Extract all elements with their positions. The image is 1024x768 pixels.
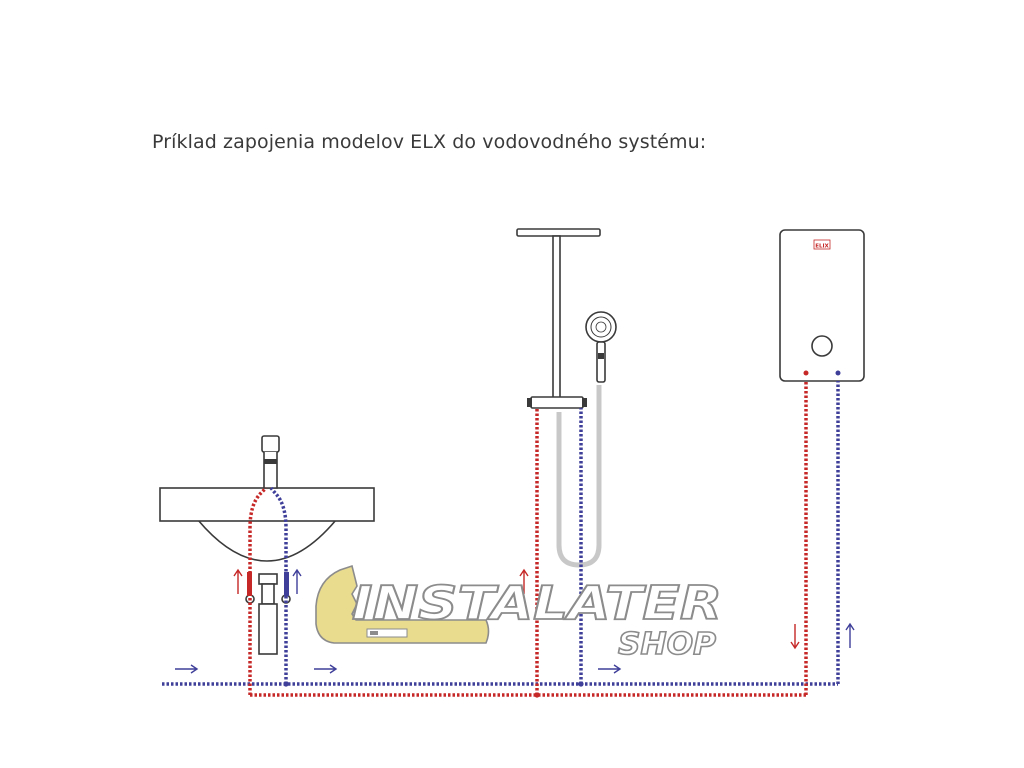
watermark-brand: INSTALATER <box>352 576 722 630</box>
flow-arrow-hot-down-icon <box>790 624 800 650</box>
heater-cold-inlet <box>835 370 841 376</box>
wash-basin <box>159 435 375 655</box>
watermark-sub: SHOP <box>618 627 716 662</box>
hot-basin-riser <box>248 486 268 695</box>
siphon-trap <box>258 573 278 655</box>
wrench-icon <box>315 564 490 644</box>
cold-water-pipes <box>162 381 840 686</box>
cold-basin-riser <box>269 486 288 684</box>
basin-bowl <box>197 519 337 562</box>
heater-logo-badge <box>813 239 831 250</box>
flow-arrow-cold-right-icon <box>598 664 622 674</box>
heater-logo: ELIX <box>815 244 829 250</box>
basin-countertop <box>159 487 375 522</box>
diagram-caption: Príklad zapojenia modelov ELX do vodovod… <box>152 131 707 153</box>
basin-faucet <box>261 435 280 489</box>
water-heater: ELIX <box>779 229 865 382</box>
instalater-shop-logo: INSTALATER SHOP <box>315 564 723 663</box>
hot-water-pipes <box>248 381 808 697</box>
flow-arrow-cold-up-icon <box>292 568 302 594</box>
flow-arrow-cold-up-icon <box>845 622 855 648</box>
rain-shower-head <box>516 228 601 237</box>
pipe-junctions <box>283 681 584 698</box>
shower-thermostatic-mixer <box>530 396 584 409</box>
hand-shower <box>585 311 617 383</box>
shower-hose <box>556 385 602 568</box>
flow-arrows <box>175 568 855 674</box>
flow-arrow-hot-up-icon <box>233 568 243 594</box>
heater-hot-outlet <box>803 370 809 376</box>
heater-control-knob <box>811 335 833 357</box>
flow-arrow-hot-up-icon <box>519 568 529 594</box>
flow-arrow-cold-right-icon <box>175 664 199 674</box>
shower-riser-pipe <box>552 235 561 399</box>
shower-column <box>516 228 617 568</box>
heater-body <box>779 229 865 382</box>
hot-supply-stub <box>247 572 252 596</box>
flow-arrow-cold-right-icon <box>314 664 338 674</box>
